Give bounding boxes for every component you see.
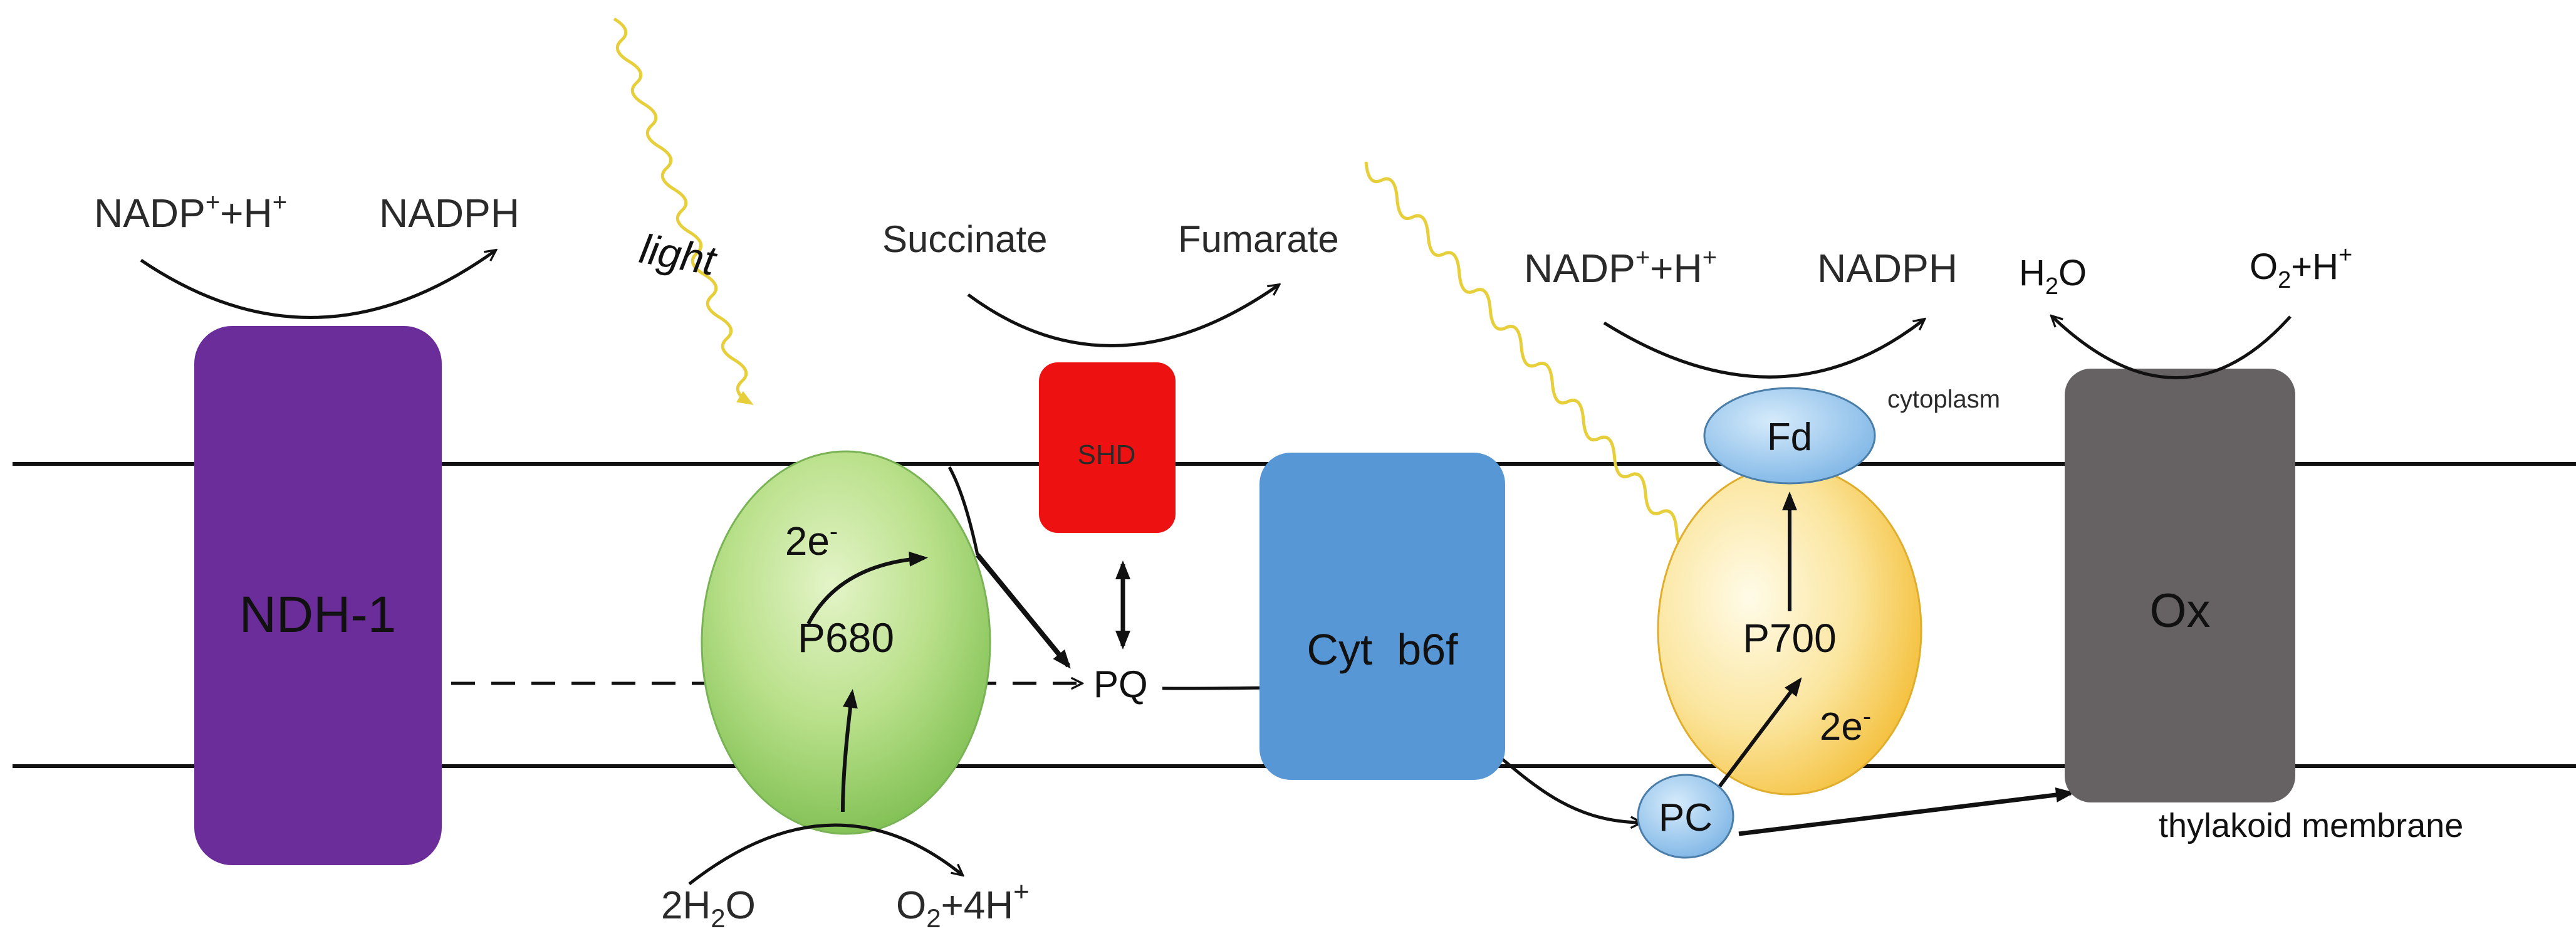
oxidase-complex: Ox	[2065, 369, 2295, 802]
p680-label: P680	[798, 614, 894, 661]
ox-water-arc-arrow	[2052, 317, 2292, 379]
ferredoxin: Fd	[1703, 387, 1876, 485]
ps2-ellipse	[701, 450, 991, 835]
ps2-p680-to-2e-arrow	[806, 551, 928, 625]
ndh1-nadp-label: NADP++H+	[94, 189, 287, 236]
ps2-water-to-p680-arrow	[841, 689, 858, 812]
cyt-b6f-label: Cyt b6f	[1306, 625, 1458, 674]
h2o-label: H2O	[2019, 253, 2087, 300]
shd-label: SHD	[1078, 439, 1136, 470]
pc-label: PC	[1659, 796, 1713, 839]
light-wave-ps2	[613, 17, 754, 406]
fumarate-label: Fumarate	[1178, 218, 1339, 260]
ndh1-box	[194, 326, 442, 865]
ps1-2e-label: 2e-	[1820, 703, 1871, 749]
shd-complex: SHD	[1039, 362, 1176, 533]
ox-o2-label: O2+H+	[2250, 242, 2352, 293]
water-label: 2H2O	[661, 884, 756, 933]
ndh1-complex: NDH-1	[194, 326, 442, 865]
light-label: light	[637, 225, 721, 284]
photosystem-2: P680 2e-	[701, 450, 991, 835]
fd-label: Fd	[1767, 416, 1812, 459]
ndh1-nadph-label: NADPH	[379, 191, 519, 236]
thylakoid-membrane-label: thylakoid membrane	[2159, 807, 2463, 844]
cyt-b6f-box	[1259, 453, 1505, 780]
ox-box	[2065, 369, 2295, 802]
ox-label: Ox	[2149, 584, 2210, 638]
cyt-b6f-complex: Cyt b6f	[1259, 453, 1505, 780]
plastocyanin: PC	[1637, 774, 1734, 859]
ps2-to-pq-arrow	[975, 553, 1071, 669]
pq-label: PQ	[1093, 663, 1148, 705]
ps1-nadp-label: NADP++H+	[1524, 244, 1717, 291]
cytoplasm-label: cytoplasm	[1887, 386, 2000, 413]
light-wave-ps1	[1364, 161, 1714, 573]
fd-ellipse	[1703, 387, 1876, 485]
ps1-nadph-arc-arrow	[1603, 320, 1924, 379]
ps2-edge-line	[947, 466, 979, 555]
p700-label: P700	[1743, 616, 1836, 661]
water-split-arc-arrow	[688, 823, 962, 885]
oxygen-label: O2+4H+	[896, 876, 1030, 933]
pc-to-p700-arrow	[1715, 677, 1802, 791]
shd-succinate-arc-arrow	[967, 285, 1278, 347]
pc-ellipse	[1637, 774, 1734, 859]
ndh1-label: NDH-1	[239, 586, 397, 643]
ps1-nadph-label: NADPH	[1817, 246, 1958, 291]
shd-box	[1039, 362, 1176, 533]
succinate-label: Succinate	[882, 218, 1048, 260]
ps2-2e-label: 2e-	[785, 518, 838, 564]
ndh1-nadph-arc-arrow	[140, 251, 495, 319]
pc-to-ox-arrow	[1738, 787, 2075, 836]
